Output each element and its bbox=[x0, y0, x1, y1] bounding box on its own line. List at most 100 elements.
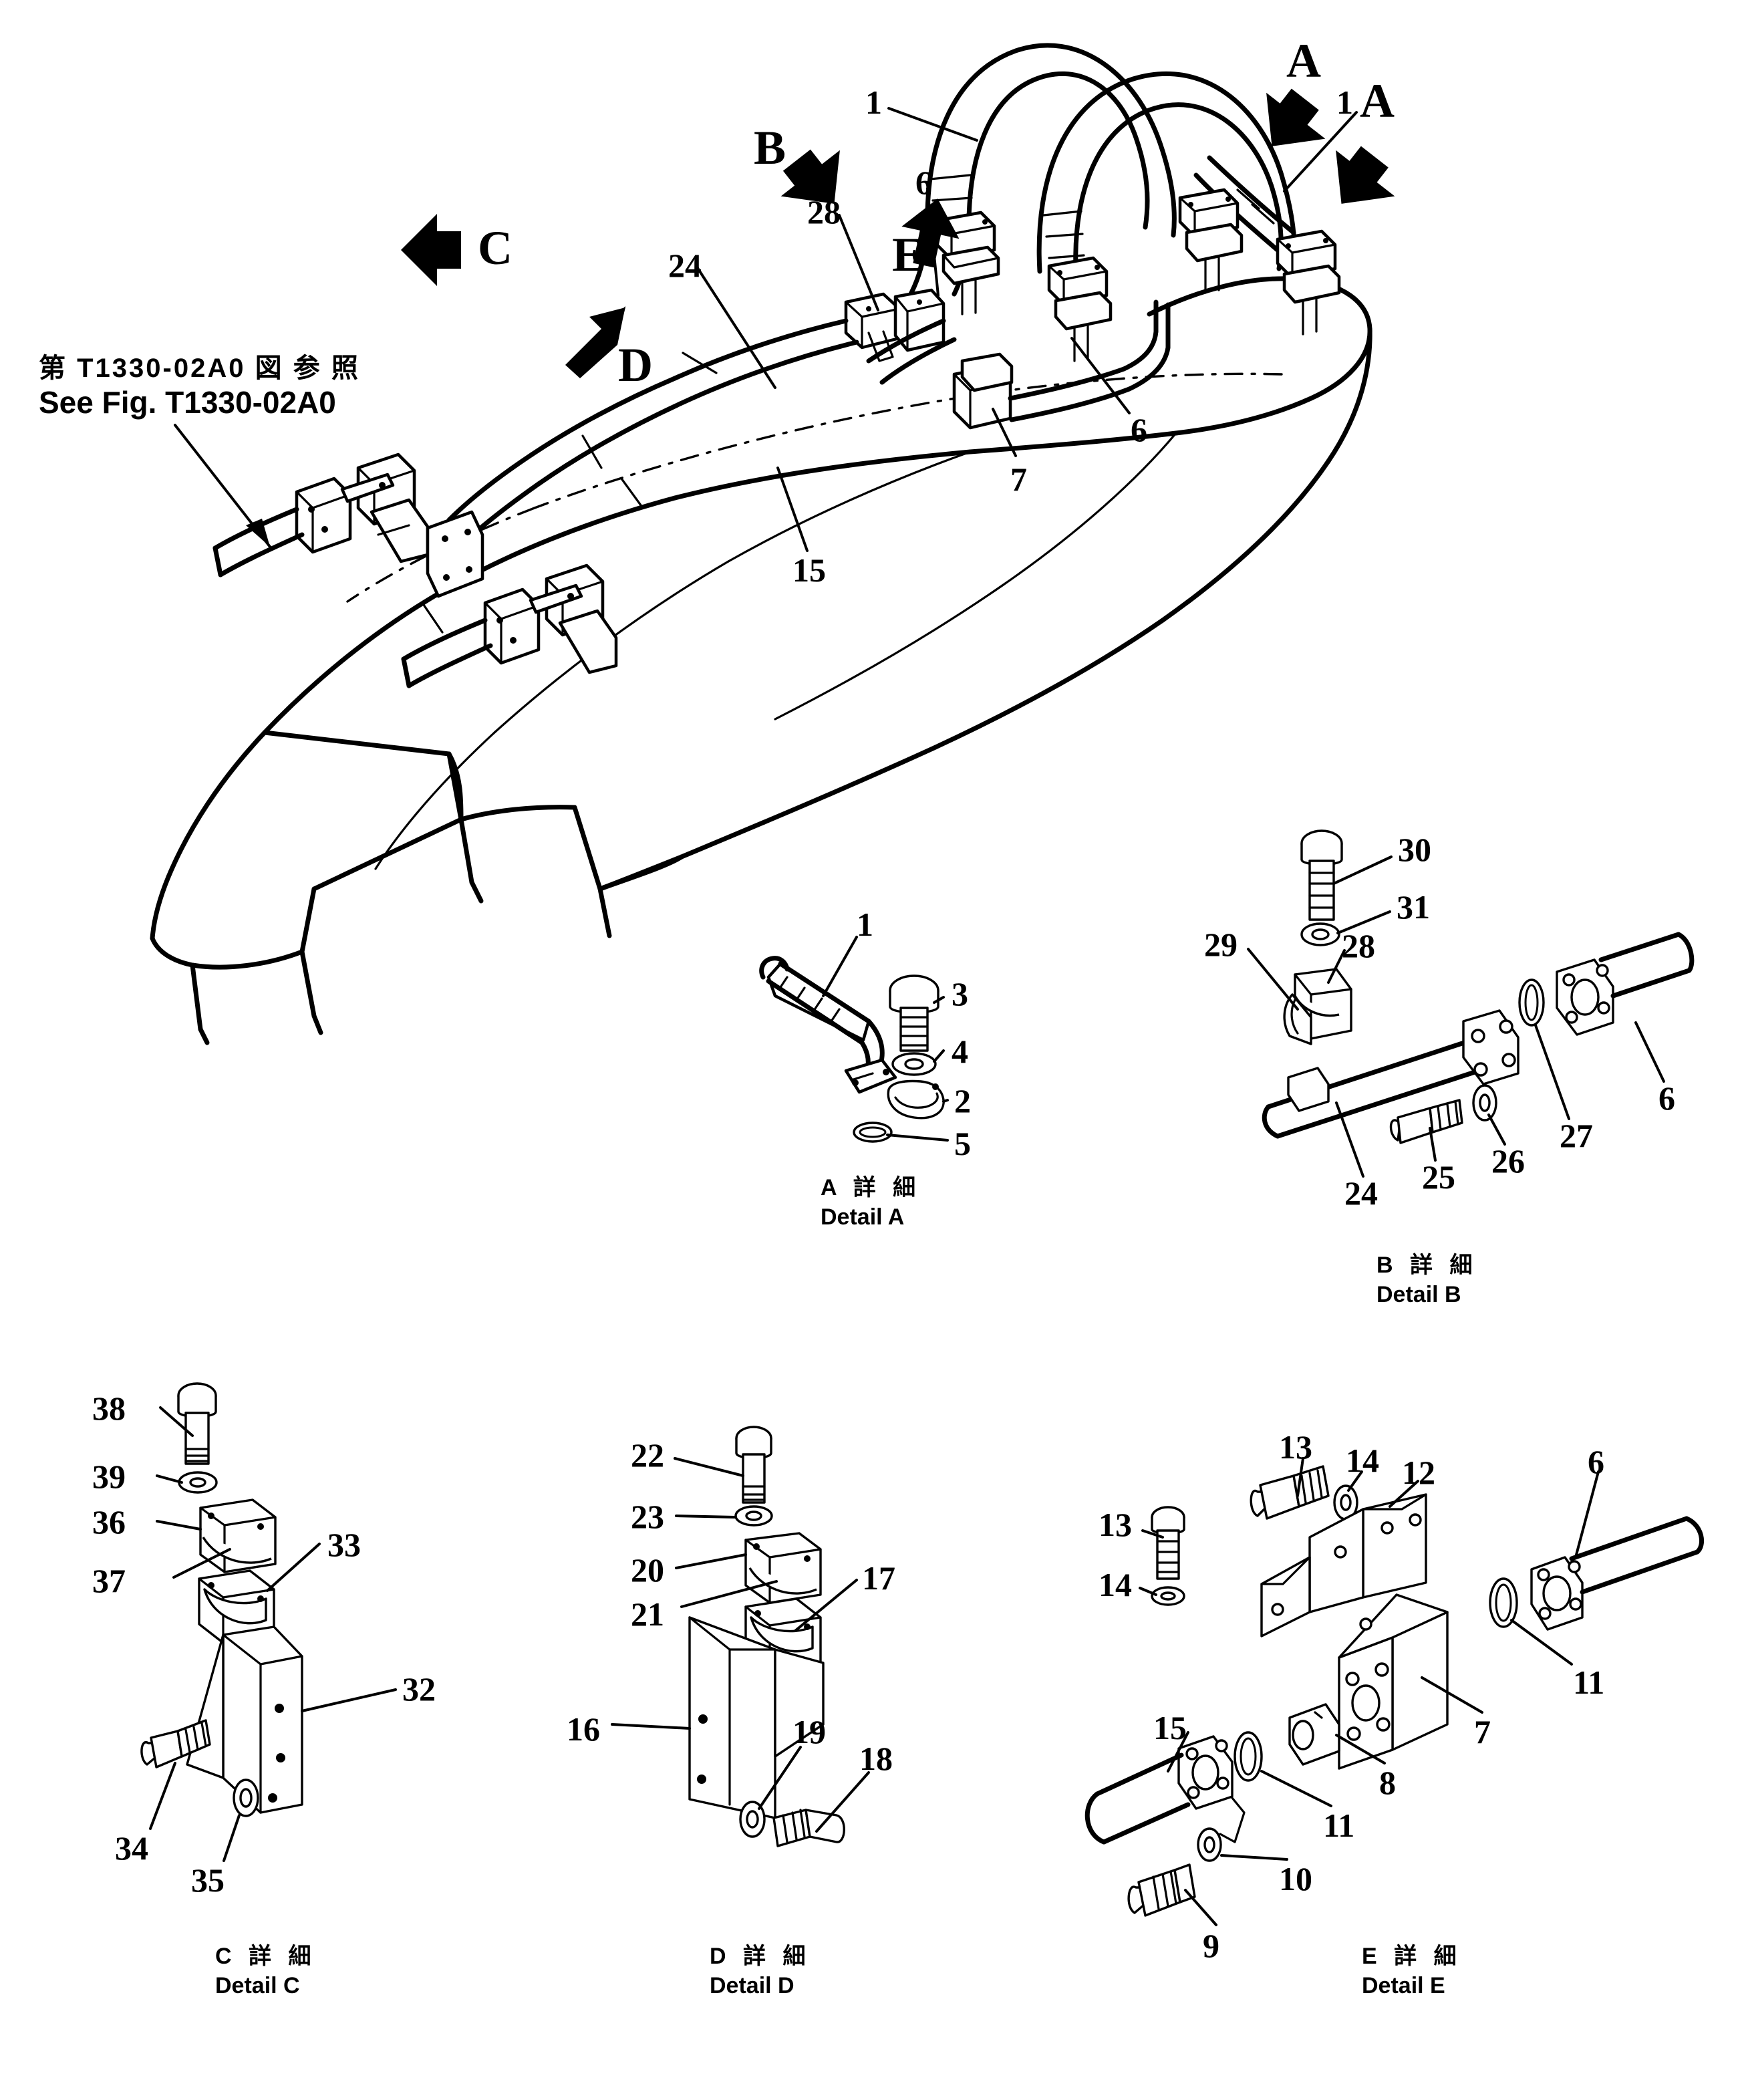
item-number-e-14-left: 14 bbox=[1099, 1566, 1132, 1603]
item-number-main-6b: 6 bbox=[1131, 411, 1147, 448]
item-number-e-15: 15 bbox=[1153, 1709, 1187, 1746]
detail-e-caption-jp: E 詳 細 bbox=[1362, 1944, 1462, 1969]
clamp-block bbox=[1276, 229, 1341, 304]
reference-note: 第 T1330-02A0 図 参 照 See Fig. T1330-02A0 bbox=[39, 353, 360, 420]
item-number-d-20: 20 bbox=[631, 1551, 664, 1589]
item-number-main-1a: 1 bbox=[865, 84, 882, 121]
detail-e-o-ring-11-lower bbox=[1234, 1731, 1263, 1782]
item-number-e-11-upper: 11 bbox=[1573, 1664, 1605, 1701]
detail-e-caption: E 詳 細 Detail E bbox=[1362, 1942, 1462, 2000]
item-number-e-7: 7 bbox=[1474, 1713, 1491, 1750]
clamp-assembly-d bbox=[401, 563, 618, 688]
item-number-c-39: 39 bbox=[92, 1458, 126, 1495]
detail-e-tube-6 bbox=[1530, 1516, 1705, 1631]
item-number-b-29: 29 bbox=[1204, 926, 1238, 963]
detail-e-valve-block-7 bbox=[1338, 1593, 1449, 1770]
detail-d-drawing bbox=[611, 1426, 870, 1847]
detail-c-washer-35 bbox=[233, 1779, 259, 1817]
item-number-d-22: 22 bbox=[631, 1436, 664, 1474]
item-number-d-18: 18 bbox=[859, 1740, 893, 1777]
detail-d-washer-19 bbox=[739, 1801, 766, 1838]
main-view-leader-lines bbox=[174, 107, 1358, 552]
item-number-e-11-lower: 11 bbox=[1323, 1807, 1355, 1844]
detail-c-clamp-36 bbox=[199, 1498, 277, 1573]
detail-e-caption-en: Detail E bbox=[1362, 1972, 1445, 1998]
detail-a-caption: A 詳 細 Detail A bbox=[821, 1174, 921, 1232]
clamp-block bbox=[935, 211, 1000, 285]
detail-e-washer-14-right bbox=[1333, 1484, 1358, 1521]
detail-c-bolt-34 bbox=[140, 1719, 211, 1768]
section-callout-b: B bbox=[754, 121, 786, 174]
detail-d-clamp-20 bbox=[744, 1532, 822, 1604]
section-callout-a-1: A bbox=[1286, 34, 1321, 88]
item-number-e-12: 12 bbox=[1402, 1454, 1435, 1491]
item-number-e-10: 10 bbox=[1279, 1860, 1312, 1897]
item-number-main-7: 7 bbox=[1010, 461, 1027, 498]
detail-b-clamp-29 bbox=[1283, 993, 1312, 1045]
item-number-d-21: 21 bbox=[631, 1595, 664, 1633]
detail-d-washer-23 bbox=[734, 1505, 773, 1527]
item-number-b-28: 28 bbox=[1342, 927, 1375, 964]
item-number-a-1: 1 bbox=[857, 906, 873, 943]
detail-a-drawing bbox=[759, 936, 949, 1143]
item-number-e-14-right: 14 bbox=[1346, 1442, 1379, 1479]
item-number-e-13-right: 13 bbox=[1279, 1428, 1312, 1466]
item-number-c-35: 35 bbox=[191, 1861, 225, 1899]
detail-b-o-ring-27 bbox=[1518, 978, 1545, 1027]
detail-e-bolt-13-left bbox=[1151, 1506, 1185, 1580]
detail-b-bolt-30 bbox=[1300, 829, 1343, 921]
item-number-c-38: 38 bbox=[92, 1390, 126, 1427]
detail-b-caption-jp: B 詳 細 bbox=[1376, 1253, 1478, 1278]
item-number-b-26: 26 bbox=[1491, 1142, 1525, 1180]
section-callout-c: C bbox=[478, 221, 513, 275]
clamp-block-e bbox=[952, 352, 1014, 430]
detail-c-bracket-32 bbox=[186, 1625, 303, 1814]
item-number-b-24: 24 bbox=[1344, 1174, 1378, 1212]
item-number-a-4: 4 bbox=[952, 1033, 968, 1070]
detail-c-caption: C 詳 細 Detail C bbox=[215, 1942, 316, 2000]
detail-d-caption: D 詳 細 Detail D bbox=[710, 1942, 811, 2000]
hose-clamp-blocks bbox=[212, 188, 1341, 688]
item-number-b-27: 27 bbox=[1560, 1117, 1593, 1154]
item-number-a-3: 3 bbox=[952, 975, 968, 1013]
clamp-block-b bbox=[844, 288, 946, 362]
detail-e-bracket-12 bbox=[1260, 1493, 1427, 1637]
reference-note-japanese: 第 T1330-02A0 図 参 照 bbox=[39, 354, 360, 383]
detail-a-clamp bbox=[887, 1079, 945, 1120]
item-number-main-6a: 6 bbox=[915, 164, 932, 201]
detail-a-caption-en: Detail A bbox=[821, 1204, 905, 1230]
item-number-e-9: 9 bbox=[1203, 1927, 1219, 1964]
item-number-main-24: 24 bbox=[668, 247, 702, 284]
item-number-a-2: 2 bbox=[954, 1082, 971, 1120]
clamp-block bbox=[1047, 256, 1113, 331]
item-number-b-25: 25 bbox=[1422, 1158, 1455, 1196]
detail-a-bolt bbox=[889, 974, 939, 1052]
detail-a-o-ring bbox=[853, 1122, 893, 1143]
item-number-d-17: 17 bbox=[862, 1559, 895, 1597]
item-number-c-33: 33 bbox=[327, 1526, 361, 1563]
detail-e-tube-15 bbox=[1084, 1735, 1246, 1845]
detail-e-o-ring-11-upper bbox=[1489, 1577, 1518, 1628]
detail-e-bolt-9 bbox=[1127, 1863, 1196, 1917]
detail-c-caption-jp: C 詳 細 bbox=[215, 1944, 317, 1969]
detail-b-clamp-28 bbox=[1294, 968, 1352, 1040]
item-number-c-37: 37 bbox=[92, 1562, 126, 1599]
item-number-b-30: 30 bbox=[1398, 831, 1431, 868]
item-number-b-31: 31 bbox=[1397, 888, 1430, 926]
detail-c-washer-39 bbox=[178, 1471, 218, 1494]
item-number-b-6: 6 bbox=[1658, 1079, 1675, 1117]
detail-b-washer-26 bbox=[1472, 1084, 1497, 1122]
detail-d-clamp-17 bbox=[744, 1597, 822, 1672]
section-callout-e: E bbox=[892, 228, 925, 281]
detail-c-caption-en: Detail C bbox=[215, 1972, 300, 1998]
detail-b-drawing bbox=[1247, 829, 1695, 1178]
detail-b-caption: B 詳 細 Detail B bbox=[1376, 1251, 1477, 1309]
item-number-d-16: 16 bbox=[567, 1710, 600, 1748]
section-callout-d: D bbox=[618, 338, 653, 392]
detail-b-tube-24 bbox=[1262, 1009, 1519, 1139]
reference-note-english: See Fig. T1330-02A0 bbox=[39, 385, 336, 420]
item-number-main-28: 28 bbox=[807, 193, 841, 231]
item-number-main-1b: 1 bbox=[1336, 84, 1353, 121]
